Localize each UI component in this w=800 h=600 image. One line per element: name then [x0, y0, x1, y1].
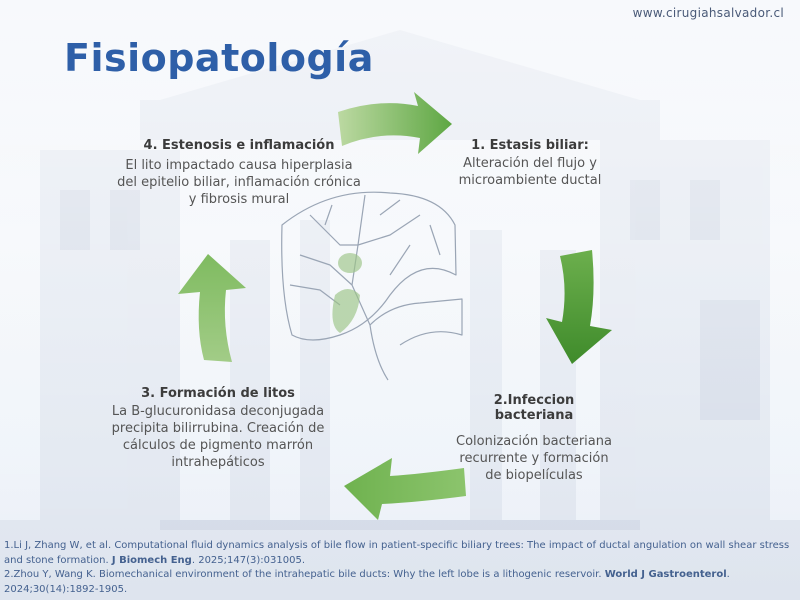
reference-text: 2.Zhou Y, Wang K. Biomechanical environm… — [4, 569, 605, 580]
stage-2-line: recurrente y formación — [459, 451, 609, 466]
stage-1-title: 1. Estasis biliar: — [471, 138, 589, 153]
stage-1-line: microambiente ductal — [458, 173, 602, 188]
arrow-right — [546, 250, 612, 364]
stage-4-line: del epitelio biliar, inflamación crónica — [117, 175, 361, 190]
stage-4-text: 4. Estenosis e inflamación El lito impac… — [104, 138, 374, 208]
reference-tail: . 2025;147(3):031005. — [191, 554, 305, 566]
stage-4-title: 4. Estenosis e inflamación — [143, 138, 335, 153]
stage-1-text: 1. Estasis biliar: Alteración del flujo … — [440, 138, 620, 189]
reference-journal: J Biomech Eng — [111, 554, 192, 566]
stage-2-title-line: bacteriana — [494, 408, 574, 423]
stage-3-line: intrahepáticos — [171, 455, 265, 470]
stage-3-line: La B-glucuronidasa deconjugada — [111, 404, 325, 419]
stage-3-line: precipita bilirrubina. Creación de — [111, 421, 325, 436]
slide-title: Fisiopatología — [64, 36, 374, 80]
stage-2-text: 2.Infeccion bacteriana Colonización bact… — [434, 393, 634, 484]
arrow-left — [178, 254, 246, 362]
stage-4-line: y fibrosis mural — [188, 192, 290, 207]
reference-tail: . 2024;30(14):1892-1905. — [4, 569, 730, 595]
arrow-top — [338, 92, 452, 154]
stage-4-line: El lito impactado causa hiperplasia — [125, 158, 353, 173]
stage-2-title-line: 2.Infeccion — [493, 393, 575, 408]
stage-3-title: 3. Formación de litos — [141, 386, 295, 401]
stage-1-line: Alteración del flujo y — [463, 156, 597, 171]
liver-biliary-illustration — [281, 191, 463, 381]
reference-item: 1.Li J, Zhang W, et al. Computational fl… — [4, 539, 794, 568]
reference-text: 1.Li J, Zhang W, et al. Computational fl… — [4, 540, 790, 566]
stage-3-text: 3. Formación de litos La B-glucuronidasa… — [88, 386, 348, 471]
watermark-url: www.cirugiahsalvador.cl — [632, 6, 784, 20]
arrow-bottom — [344, 458, 466, 520]
stage-3-line: cálculos de pigmento marrón — [122, 438, 314, 453]
reference-journal: World J Gastroenterol — [604, 569, 727, 580]
stage-2-line: Colonización bacteriana — [456, 434, 612, 449]
stage-2-line: de biopelículas — [485, 468, 583, 483]
reference-item: 2.Zhou Y, Wang K. Biomechanical environm… — [4, 568, 794, 597]
references: 1.Li J, Zhang W, et al. Computational fl… — [4, 539, 794, 597]
